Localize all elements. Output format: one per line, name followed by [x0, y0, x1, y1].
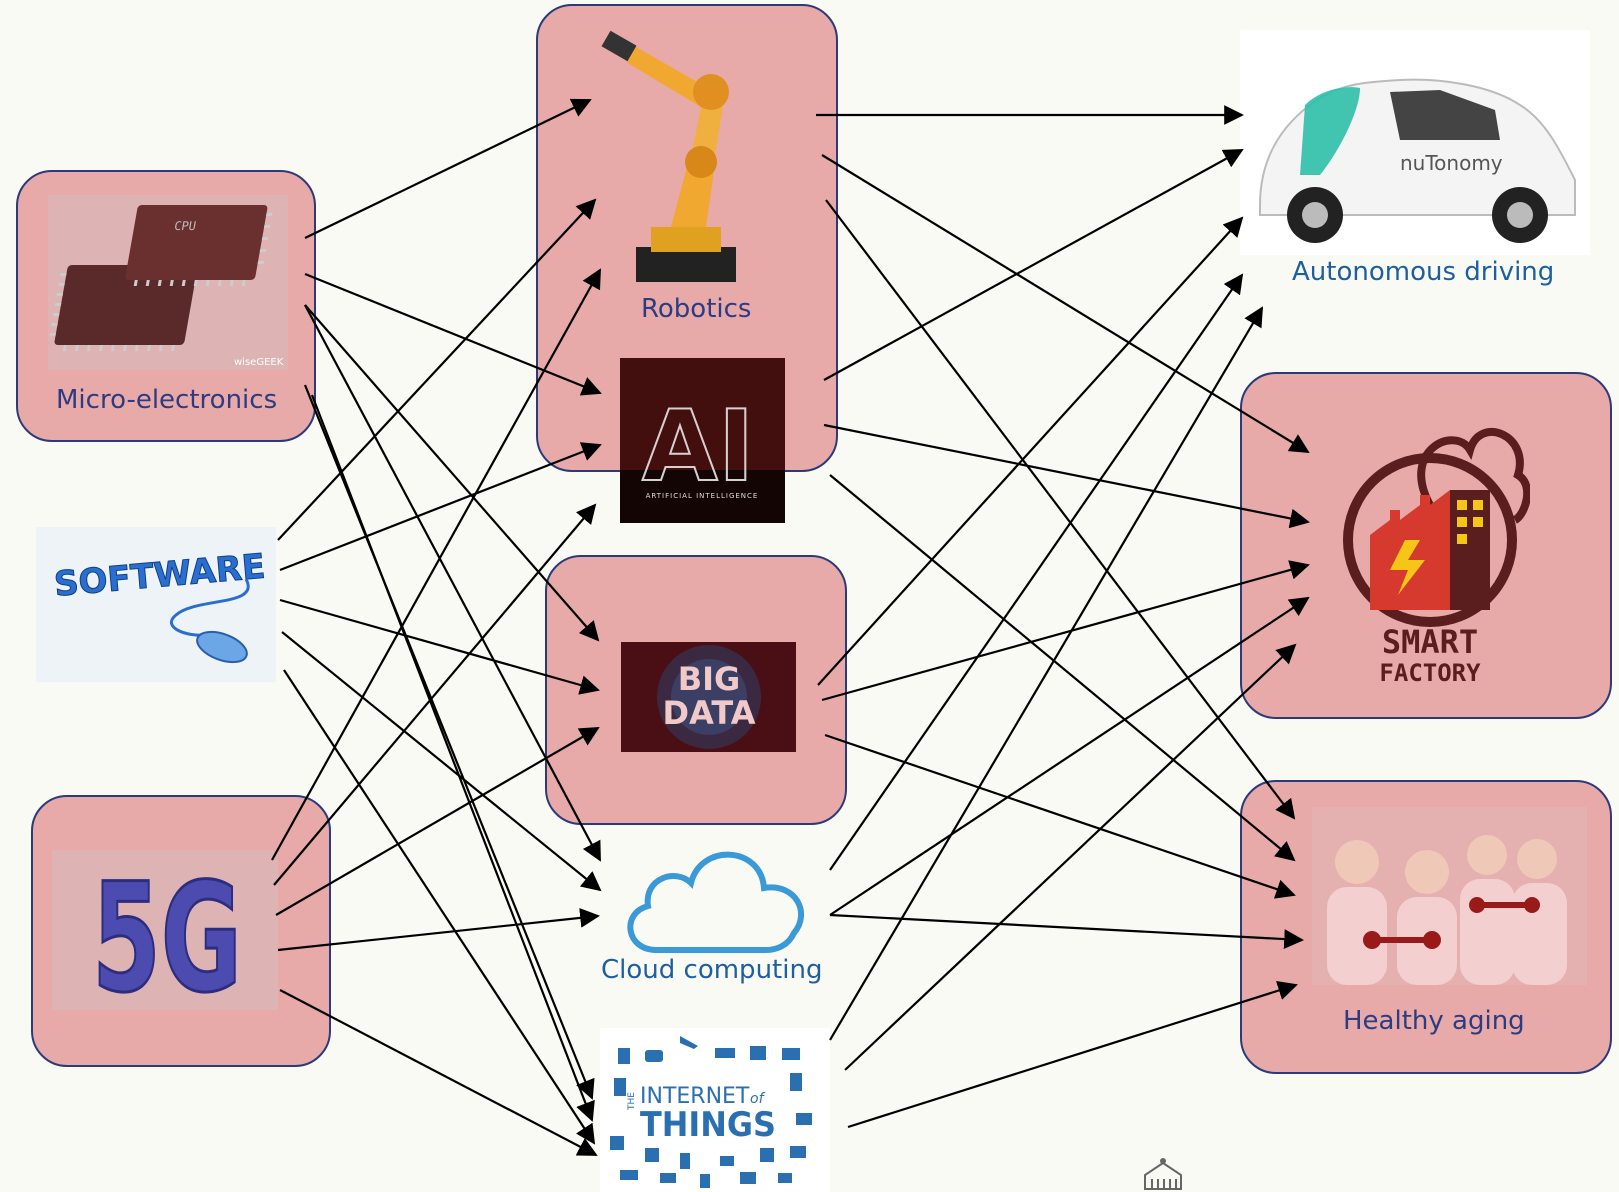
cpu-chip-icon: CPU wiseGEEK [48, 195, 288, 370]
arrow-5 [277, 198, 597, 541]
arrow-0 [304, 98, 592, 239]
arrow-25 [829, 273, 1244, 871]
arrow-20 [823, 423, 1310, 529]
arrow-11 [273, 503, 597, 886]
robot-arm-icon [601, 30, 736, 282]
arrow-4 [310, 394, 595, 1122]
arrow-21 [829, 474, 1296, 862]
arrow-1 [304, 272, 602, 396]
arrow-13 [277, 908, 600, 952]
cloud-icon [627, 851, 805, 953]
ai-label: AI [642, 390, 754, 504]
arrow-6 [279, 442, 602, 572]
ai-sublabel: ARTIFICIAL INTELLIGENCE [646, 492, 759, 500]
arrow-9 [283, 669, 596, 1145]
arrow-28 [829, 306, 1264, 1041]
arrow-26 [829, 596, 1310, 916]
arrow-12 [275, 727, 600, 916]
arrow-30 [847, 980, 1298, 1129]
ai-chip-icon: AI ARTIFICIAL INTELLIGENCE [620, 358, 785, 523]
institution-logo-icon [1144, 1158, 1182, 1190]
iot-of: of [750, 1091, 766, 1107]
healthy-aging-photo [1312, 807, 1587, 985]
arrow-10 [271, 268, 601, 861]
arrow-7 [279, 598, 600, 695]
software-mouse-icon: SOFTWARE [36, 527, 276, 682]
arrow-23 [821, 560, 1310, 702]
arrow-24 [824, 733, 1296, 899]
arrow-29 [844, 643, 1297, 1071]
arrow-8 [281, 631, 602, 892]
smart-factory-line1: SMART [1382, 623, 1478, 661]
arrow-3 [303, 384, 595, 1100]
healthy-aging-label: Healthy aging [1343, 1006, 1525, 1036]
big-data-line1: BIG [678, 660, 741, 698]
arrow-14 [279, 989, 598, 1156]
iot-internet: INTERNET [640, 1084, 750, 1109]
software-label: SOFTWARE [53, 547, 267, 605]
arrow-2 [304, 304, 600, 642]
arrow-18 [825, 199, 1296, 820]
arrow-27 [829, 913, 1304, 949]
arrow-17 [821, 154, 1310, 454]
internet-of-things-icon: THE INTERNET of THINGS [600, 1028, 830, 1192]
robotics-label: Robotics [641, 294, 752, 324]
smart-factory-icon: SMART FACTORY [1343, 428, 1530, 687]
micro-electronics-label: Micro-electronics [56, 385, 278, 415]
five-g-label: 5G [92, 852, 242, 1010]
arrow-22 [817, 216, 1244, 686]
car-brand: nuTonomy [1400, 151, 1503, 175]
five-g-icon: 5G [52, 850, 278, 1010]
arrow-15 [304, 304, 601, 862]
iot-the: THE [627, 1092, 637, 1111]
cloud-label: Cloud computing [601, 955, 823, 985]
smart-factory-line2: FACTORY [1379, 659, 1481, 687]
arrow-19 [823, 149, 1244, 381]
watermark-text: wiseGEEK [234, 357, 284, 368]
iot-things: THINGS [640, 1105, 776, 1145]
chip-text: CPU [173, 219, 197, 233]
big-data-icon: BIG DATA [621, 642, 796, 752]
big-data-line2: DATA [663, 694, 756, 732]
autonomous-car-icon: nuTonomy [1240, 30, 1590, 255]
autonomous-driving-label: Autonomous driving [1292, 257, 1555, 287]
